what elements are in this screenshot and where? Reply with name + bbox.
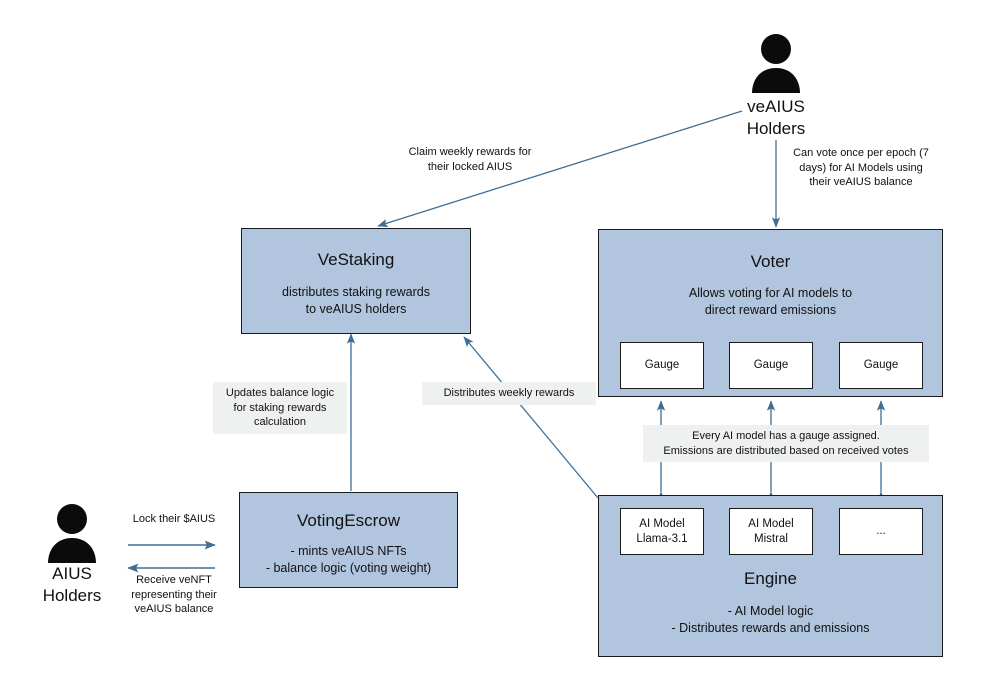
ai-model-box-3[interactable]: ... (839, 508, 923, 555)
node-vestaking[interactable]: VeStaking distributes staking rewards to… (241, 228, 471, 334)
ai-model-box-1[interactable]: AI Model Llama-3.1 (620, 508, 704, 555)
gauge-box-2[interactable]: Gauge (729, 342, 813, 389)
edge-label-can-vote: Can vote once per epoch (7 days) for AI … (793, 147, 929, 188)
node-engine-subtitle: - AI Model logic - Distributes rewards a… (671, 604, 870, 635)
ai-model-box-2[interactable]: AI Model Mistral (729, 508, 813, 555)
gauge-box-1-label: Gauge (644, 359, 680, 371)
edge-label-receive-venft: Receive veNFT representing their veAIUS … (131, 574, 217, 615)
node-votingescrow-subtitle: - mints veAIUS NFTs - balance logic (vot… (265, 544, 432, 575)
ai-model-box-2-label: AI Model Mistral (748, 517, 794, 545)
ai-model-box-1-label: AI Model Llama-3.1 (636, 517, 688, 545)
node-votingescrow-title: VotingEscrow (297, 511, 400, 530)
edge-label-claim-rewards: Claim weekly rewards for their locked AI… (408, 146, 532, 173)
veaius-holders-person-icon (750, 33, 802, 98)
edge-engine-to-vestaking (463, 336, 599, 499)
node-vestaking-title: VeStaking (317, 250, 395, 269)
gauge-box-1[interactable]: Gauge (620, 342, 704, 389)
node-engine-title: Engine (744, 569, 797, 588)
node-voter-title: Voter (750, 252, 791, 271)
aius-holders-person-icon (46, 503, 98, 568)
edge-label-distributes-weekly: Distributes weekly rewards (422, 382, 596, 405)
node-vestaking-subtitle: distributes staking rewards to veAIUS ho… (282, 285, 430, 316)
edge-label-gauge-assigned: Every AI model has a gauge assigned. Emi… (643, 425, 929, 462)
aius-holders-label: AIUS Holders (42, 564, 102, 605)
node-voter-subtitle: Allows voting for AI models to direct re… (688, 286, 853, 317)
gauge-box-3[interactable]: Gauge (839, 342, 923, 389)
gauge-box-3-label: Gauge (863, 359, 899, 371)
edge-label-updates-balance: Updates balance logic for staking reward… (213, 382, 347, 434)
node-votingescrow[interactable]: VotingEscrow - mints veAIUS NFTs - balan… (239, 492, 458, 588)
edge-label-lock-aius: Lock their $AIUS (132, 513, 216, 525)
veaius-holders-label: veAIUS Holders (746, 97, 806, 138)
ai-model-box-3-label: ... (876, 525, 886, 537)
gauge-box-2-label: Gauge (753, 359, 789, 371)
